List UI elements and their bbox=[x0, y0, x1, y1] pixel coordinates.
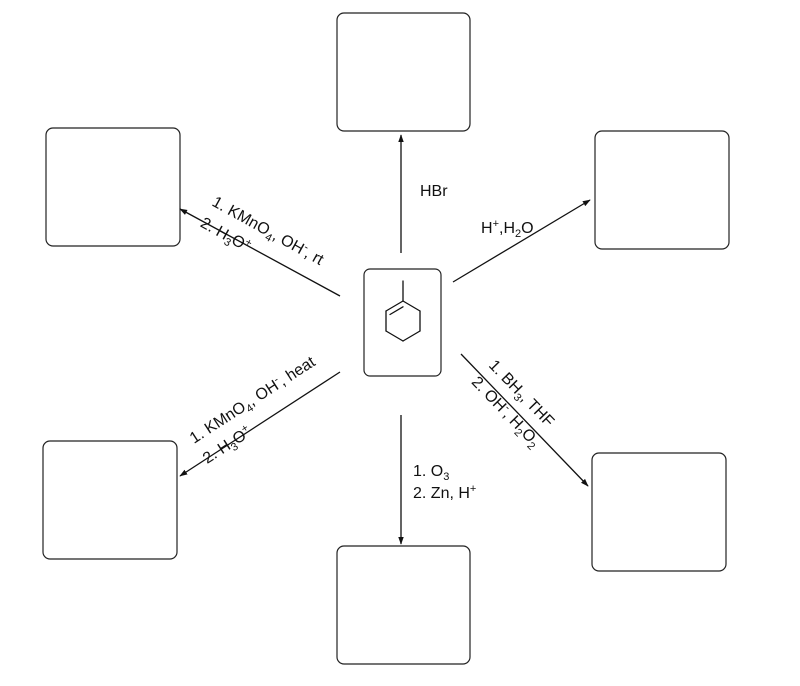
methylcyclohexene-structure bbox=[385, 280, 421, 342]
reagent-line: 1. O3 bbox=[413, 463, 449, 483]
starting-material-box bbox=[363, 268, 442, 377]
arrow-to-upper-right bbox=[452, 199, 591, 283]
arrow-to-upper-left bbox=[179, 208, 341, 297]
product-box-upper-right bbox=[594, 130, 730, 250]
arrow-to-lower-right bbox=[460, 353, 589, 487]
reagent-label-top: HBr bbox=[420, 183, 448, 200]
product-box-lower-left bbox=[42, 440, 178, 560]
reagent-label-bottom: 1. O32. Zn, H+ bbox=[413, 463, 476, 502]
product-box-top bbox=[336, 12, 471, 132]
reagent-label-upper-right: H+,H2O bbox=[481, 218, 534, 240]
reagent-line: 2. Zn, H+ bbox=[413, 483, 476, 502]
reagent-line: 1. KMnO4, OH-, heat bbox=[186, 352, 321, 450]
product-box-upper-left bbox=[45, 127, 181, 247]
arrow-to-lower-left bbox=[179, 371, 341, 477]
reagent-label-upper-left: 1. KMnO4, OH-, rt2. H3O+ bbox=[197, 194, 326, 269]
reagent-line: HBr bbox=[420, 183, 448, 200]
reagent-line: H+,H2O bbox=[481, 218, 534, 240]
product-box-bottom bbox=[336, 545, 471, 665]
product-box-lower-right bbox=[591, 452, 727, 572]
